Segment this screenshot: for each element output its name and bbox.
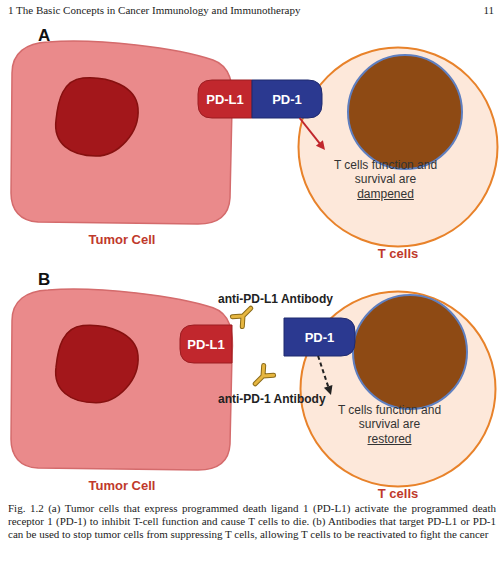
ligand-shape [198,80,252,118]
receptor-box: PD-L1 [198,80,252,118]
cell-shape [8,286,236,474]
panel-letter: B [38,270,50,290]
cell-shape [8,38,236,228]
receptor-label: PD-1 [284,318,355,356]
cell-label: Tumor Cell [8,478,236,493]
receptor-label: PD-L1 [198,80,252,118]
t-cell-nucleus [353,295,467,409]
emphasis-word: dampened [357,187,414,201]
receptor-box: PD-1 [252,80,322,118]
emphasis-word: restored [367,432,411,446]
running-header: 1 The Basic Concepts in Cancer Immunolog… [8,4,300,16]
tumor-cell-body [11,289,232,470]
tumor-nucleus [56,325,138,402]
cell-state-text: T cells function and survival are dampen… [333,158,438,201]
receptor-shape [252,80,322,118]
cell-shape [297,46,499,248]
t-cell-nucleus [348,55,462,169]
tumor-cell: Tumor Cell [8,286,236,474]
cell-label: Tumor Cell [8,232,236,247]
cell-label: T cells [297,246,499,261]
t-cell-membrane [301,292,496,487]
ligand-shape [180,325,232,363]
figure-caption: Fig. 1.2 (a) Tumor cells that express pr… [8,502,496,541]
tumor-membrane [11,41,232,224]
receptor-label: PD-L1 [180,325,232,363]
cell-label: T cells [299,486,497,501]
tumor-membrane [11,289,232,470]
receptor-shape [284,318,355,356]
t-cell: T cells function and survival are dampen… [297,46,499,248]
tumor-nucleus [56,78,138,156]
tumor-cell: Tumor Cell [8,38,236,228]
page-number: 11 [470,4,494,16]
tumor-cell-body [11,41,232,224]
receptor-box: PD-1 [284,318,355,356]
antibody-symbol [250,365,273,388]
cell-state-text: T cells function and survival are restor… [337,403,442,446]
antibody-label: anti-PD-L1 Antibody [218,292,333,306]
receptor-box: PD-L1 [180,325,232,363]
antibody-symbol [232,303,255,326]
antibody-label: anti-PD-1 Antibody [218,392,326,406]
receptor-label: PD-1 [252,80,322,118]
t-cell-membrane [299,48,498,247]
